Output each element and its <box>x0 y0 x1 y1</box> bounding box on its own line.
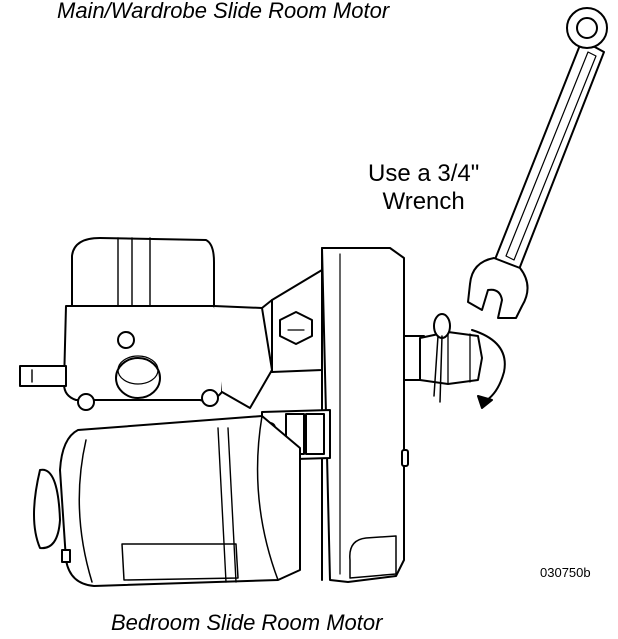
top-caption: Main/Wardrobe Slide Room Motor <box>57 0 390 23</box>
upper-motor <box>19 237 273 411</box>
wrench-callout-line2: Wrench <box>382 188 465 215</box>
wrench-callout-line1: Use a 3/4" <box>368 160 480 187</box>
gearbox-housing <box>321 247 409 583</box>
output-shaft <box>403 313 483 403</box>
lower-motor <box>33 415 301 587</box>
mounting-bracket <box>261 269 323 373</box>
figure-code: 030750b <box>540 565 591 580</box>
wrench-callout: Use a 3/4" Wrench <box>368 160 479 216</box>
rotation-arrow-icon <box>471 329 506 409</box>
bottom-caption: Bedroom Slide Room Motor <box>111 610 383 635</box>
wrench-icon <box>467 7 608 319</box>
